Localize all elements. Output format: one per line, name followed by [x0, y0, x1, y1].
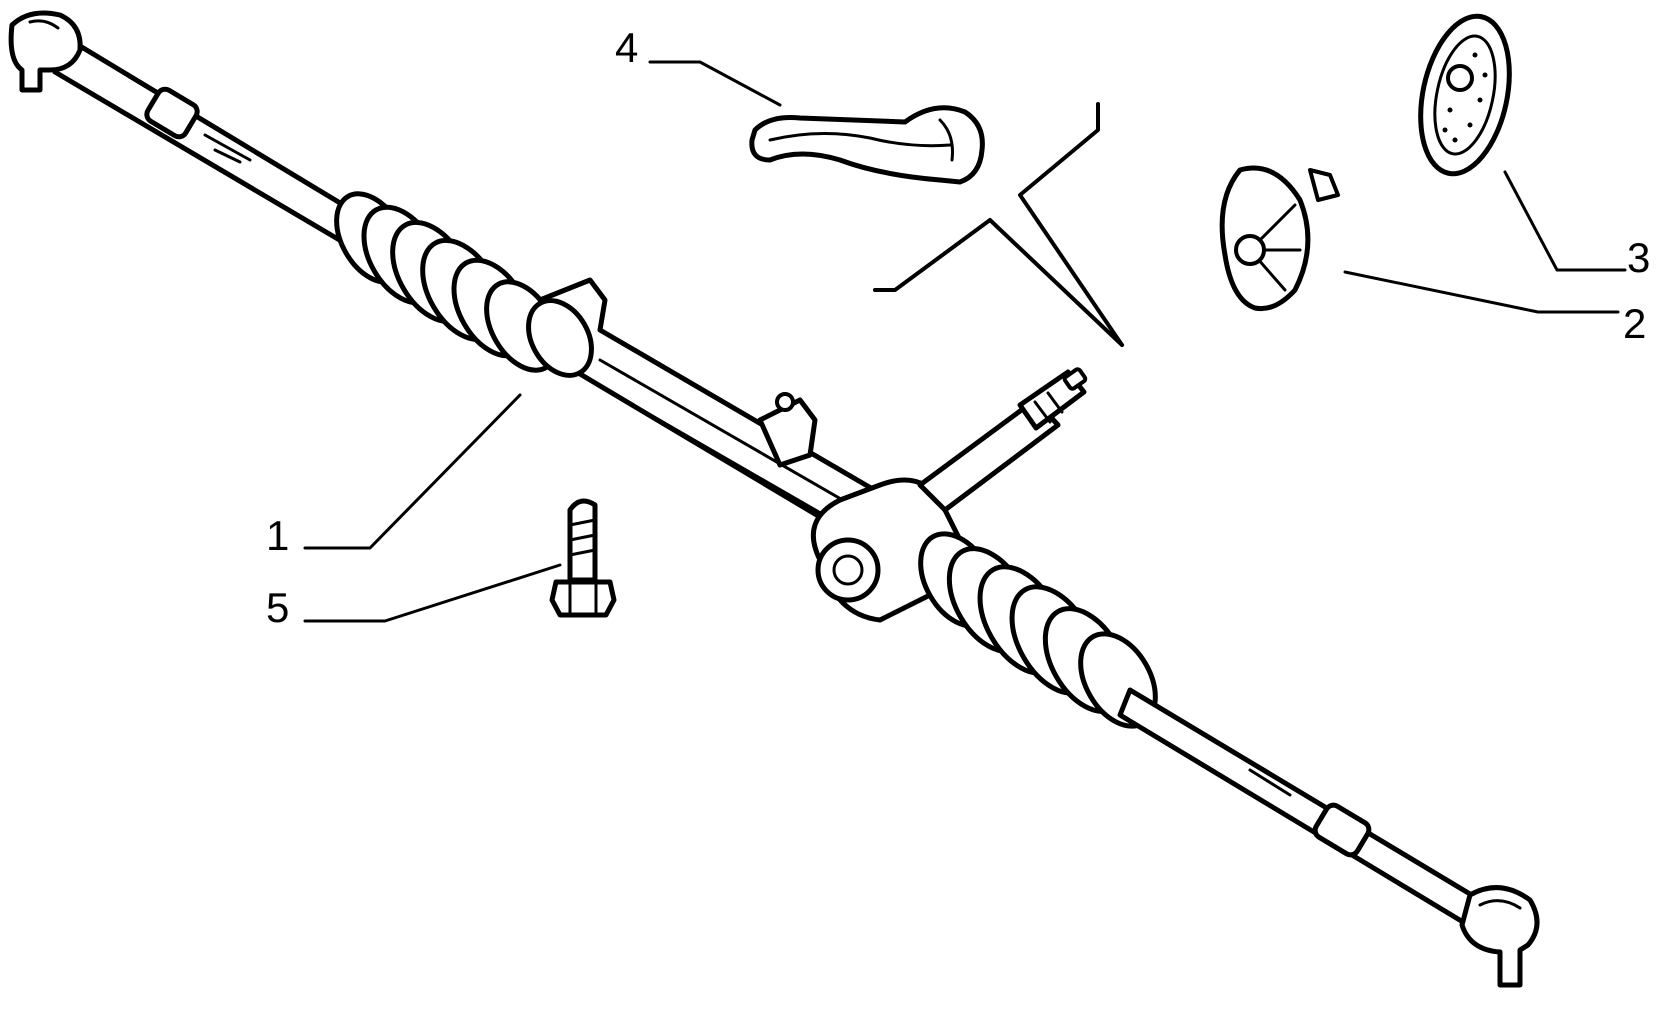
callout-3: 3 — [1627, 234, 1650, 281]
callout-4: 4 — [615, 24, 638, 71]
leader-line-3 — [1503, 170, 1627, 272]
left-ball-joint — [8, 10, 83, 93]
right-tie-rod — [1117, 687, 1483, 928]
exploded-view-lines — [873, 102, 1124, 347]
rack-housing — [526, 277, 903, 551]
mounting-bolt — [549, 498, 617, 618]
callout-1: 1 — [266, 512, 289, 559]
leader-line-4 — [648, 60, 782, 107]
steering-rack-assembly — [8, 10, 1540, 988]
callout-5: 5 — [266, 584, 289, 631]
rack-grommet — [1418, 13, 1512, 177]
leader-lines — [303, 60, 1627, 623]
right-ball-joint — [1459, 885, 1540, 988]
leader-line-5 — [303, 563, 562, 623]
pinion-input-shaft — [917, 367, 1088, 513]
rack-cover-piece — [749, 105, 985, 185]
callout-2: 2 — [1623, 300, 1646, 347]
leader-line-1 — [303, 393, 522, 550]
leader-line-2 — [1343, 270, 1620, 314]
rack-bushing — [1219, 165, 1340, 312]
left-tie-rod — [52, 37, 363, 248]
